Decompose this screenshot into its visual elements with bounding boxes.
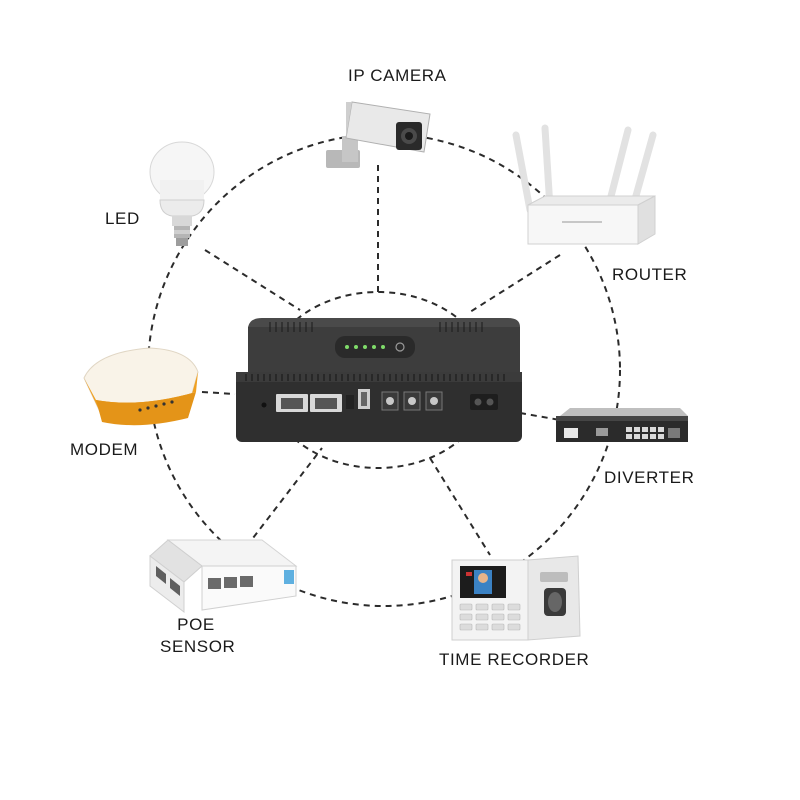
hub-device: [236, 318, 522, 442]
spoke-diverter: [519, 412, 561, 421]
label-router: ROUTER: [612, 265, 688, 284]
status-leds: [345, 345, 385, 349]
spoke-poe: [239, 447, 323, 556]
spoke-time-recorder: [429, 457, 491, 556]
poe-sensor-icon: [149, 539, 298, 614]
modem-icon: [83, 347, 199, 426]
dc-ports: [381, 391, 443, 411]
label-poe-sensor: POE SENSOR: [160, 614, 236, 658]
label-ip-camera: IP CAMERA: [348, 66, 447, 85]
label-diverter: DIVERTER: [604, 468, 695, 487]
time-recorder-icon: [451, 555, 581, 641]
label-poe-line1: POE: [177, 615, 215, 634]
ethernet-ports: [276, 394, 342, 412]
spoke-router: [469, 254, 561, 313]
label-time-recorder: TIME RECORDER: [439, 650, 590, 669]
spoke-led: [204, 249, 301, 311]
router-icon: [512, 124, 657, 245]
spoke-modem: [201, 391, 236, 395]
label-poe-line2: SENSOR: [160, 637, 236, 656]
led-bulb-icon: [149, 141, 215, 246]
label-led: LED: [105, 209, 140, 228]
ip-camera-icon: [326, 101, 431, 168]
label-modem: MODEM: [70, 440, 139, 459]
diverter-icon: [556, 408, 688, 442]
